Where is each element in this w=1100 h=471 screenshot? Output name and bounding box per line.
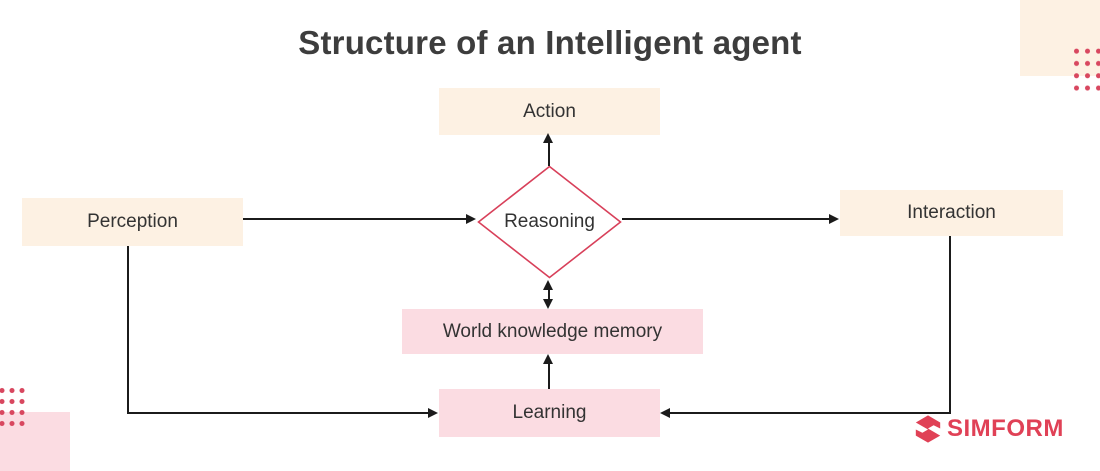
node-interaction: Interaction	[840, 190, 1063, 236]
arrowhead-right-icon	[428, 408, 438, 418]
simform-logo: SIMFORM	[913, 414, 1064, 444]
node-interaction-label: Interaction	[907, 202, 996, 223]
diamond-shape-icon	[477, 165, 622, 279]
arrowhead-up-icon	[543, 280, 553, 290]
node-perception-label: Perception	[87, 211, 178, 232]
arrowhead-right-icon	[829, 214, 839, 224]
node-reasoning-label: Reasoning	[504, 211, 595, 232]
arrowhead-up-icon	[543, 133, 553, 143]
arrowhead-up-icon	[543, 354, 553, 364]
decor-dot-grid-bottom-left	[0, 385, 28, 430]
simform-logo-icon	[915, 415, 941, 443]
node-learning-label: Learning	[512, 402, 587, 423]
node-world-knowledge-memory-label: World knowledge memory	[442, 320, 663, 342]
decor-dot-grid-top-right	[1071, 45, 1100, 94]
diagram-title: Structure of an Intelligent agent	[298, 24, 802, 61]
node-learning: Learning	[439, 389, 660, 437]
node-perception: Perception	[22, 198, 243, 246]
node-action: Action	[439, 88, 660, 135]
node-reasoning: Reasoning	[477, 165, 622, 279]
arrowhead-down-icon	[543, 299, 553, 309]
node-action-label: Action	[523, 100, 576, 122]
arrowhead-right-icon	[466, 214, 476, 224]
node-world-knowledge-memory: World knowledge memory	[402, 309, 703, 354]
simform-logo-text: SIMFORM	[947, 415, 1064, 442]
arrowhead-left-icon	[660, 408, 670, 418]
